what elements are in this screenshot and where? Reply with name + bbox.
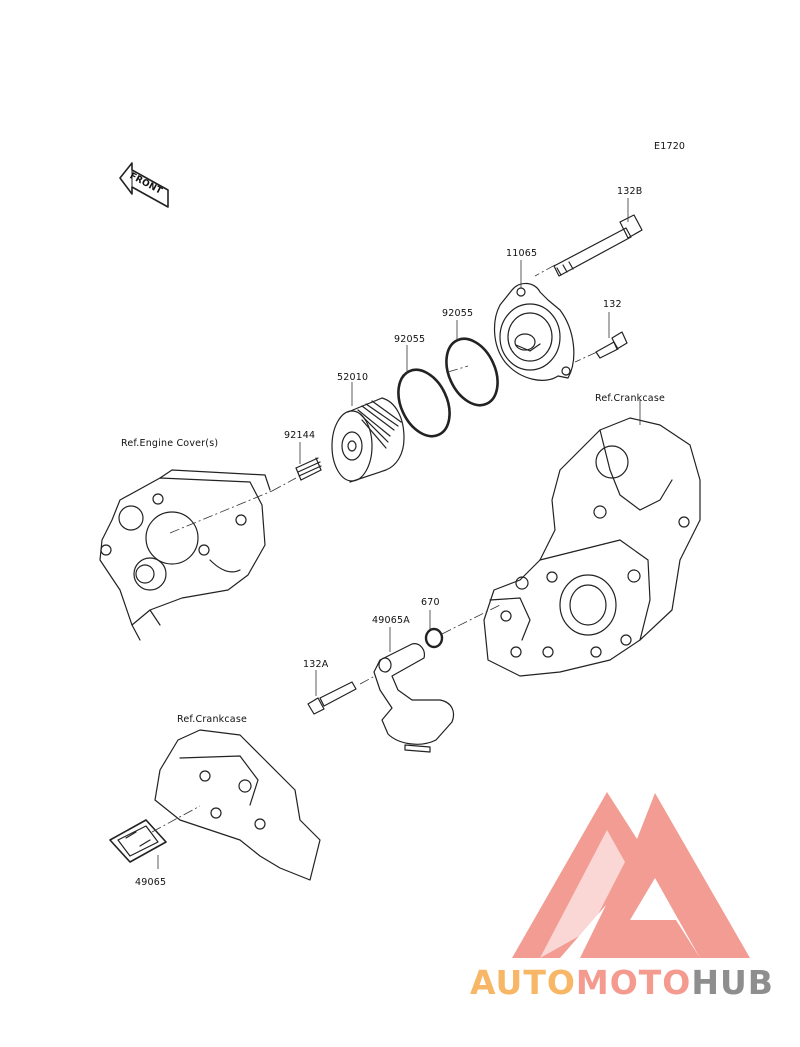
part-number-49065a: 49065A (372, 615, 410, 626)
part-number-92144: 92144 (284, 430, 316, 441)
crankcase-outline (483, 417, 701, 677)
part-number-670: 670 (421, 597, 440, 608)
oil-strainer-49065 (109, 819, 167, 863)
part-number-49065: 49065 (135, 877, 167, 888)
part-number-132: 132 (603, 299, 622, 310)
bolt-132b (553, 214, 643, 277)
oil-filter-52010 (331, 397, 405, 483)
reference-lines (151, 264, 598, 833)
watermark-auto: AUTO (470, 963, 576, 1002)
oil-filter-cover-11065 (494, 282, 575, 381)
leader-lines (157, 198, 641, 869)
part-number-92055-a: 92055 (394, 334, 426, 345)
part-number-132b: 132B (617, 186, 643, 197)
part-number-92055-b: 92055 (442, 308, 474, 319)
part-number-52010: 52010 (337, 372, 369, 383)
front-arrow-icon (119, 162, 169, 208)
engine-cover-outline (99, 469, 271, 641)
o-ring-92055-a (397, 368, 451, 438)
crankcase-lower-outline (154, 729, 321, 881)
part-number-11065: 11065 (506, 248, 538, 259)
o-ring-670 (424, 627, 444, 649)
watermark-logo-icon (512, 792, 750, 958)
watermark-hub: HUB (691, 963, 774, 1002)
part-number-132a: 132A (303, 659, 329, 670)
ref-crankcase-lower: Ref.Crankcase (177, 714, 248, 725)
spring-92144 (295, 457, 322, 481)
oil-pipe-49065a (373, 643, 455, 753)
ref-engine-cover: Ref.Engine Cover(s) (121, 438, 219, 449)
watermark-brand: AUTOMOTOHUB (470, 963, 774, 1002)
o-ring-92055-b (445, 337, 499, 407)
bolt-132a (307, 681, 357, 715)
bolt-132 (595, 331, 628, 359)
ref-crankcase-upper: Ref.Crankcase (595, 393, 666, 404)
diagram-code: E1720 (654, 141, 686, 152)
watermark-moto: MOTO (575, 963, 692, 1002)
